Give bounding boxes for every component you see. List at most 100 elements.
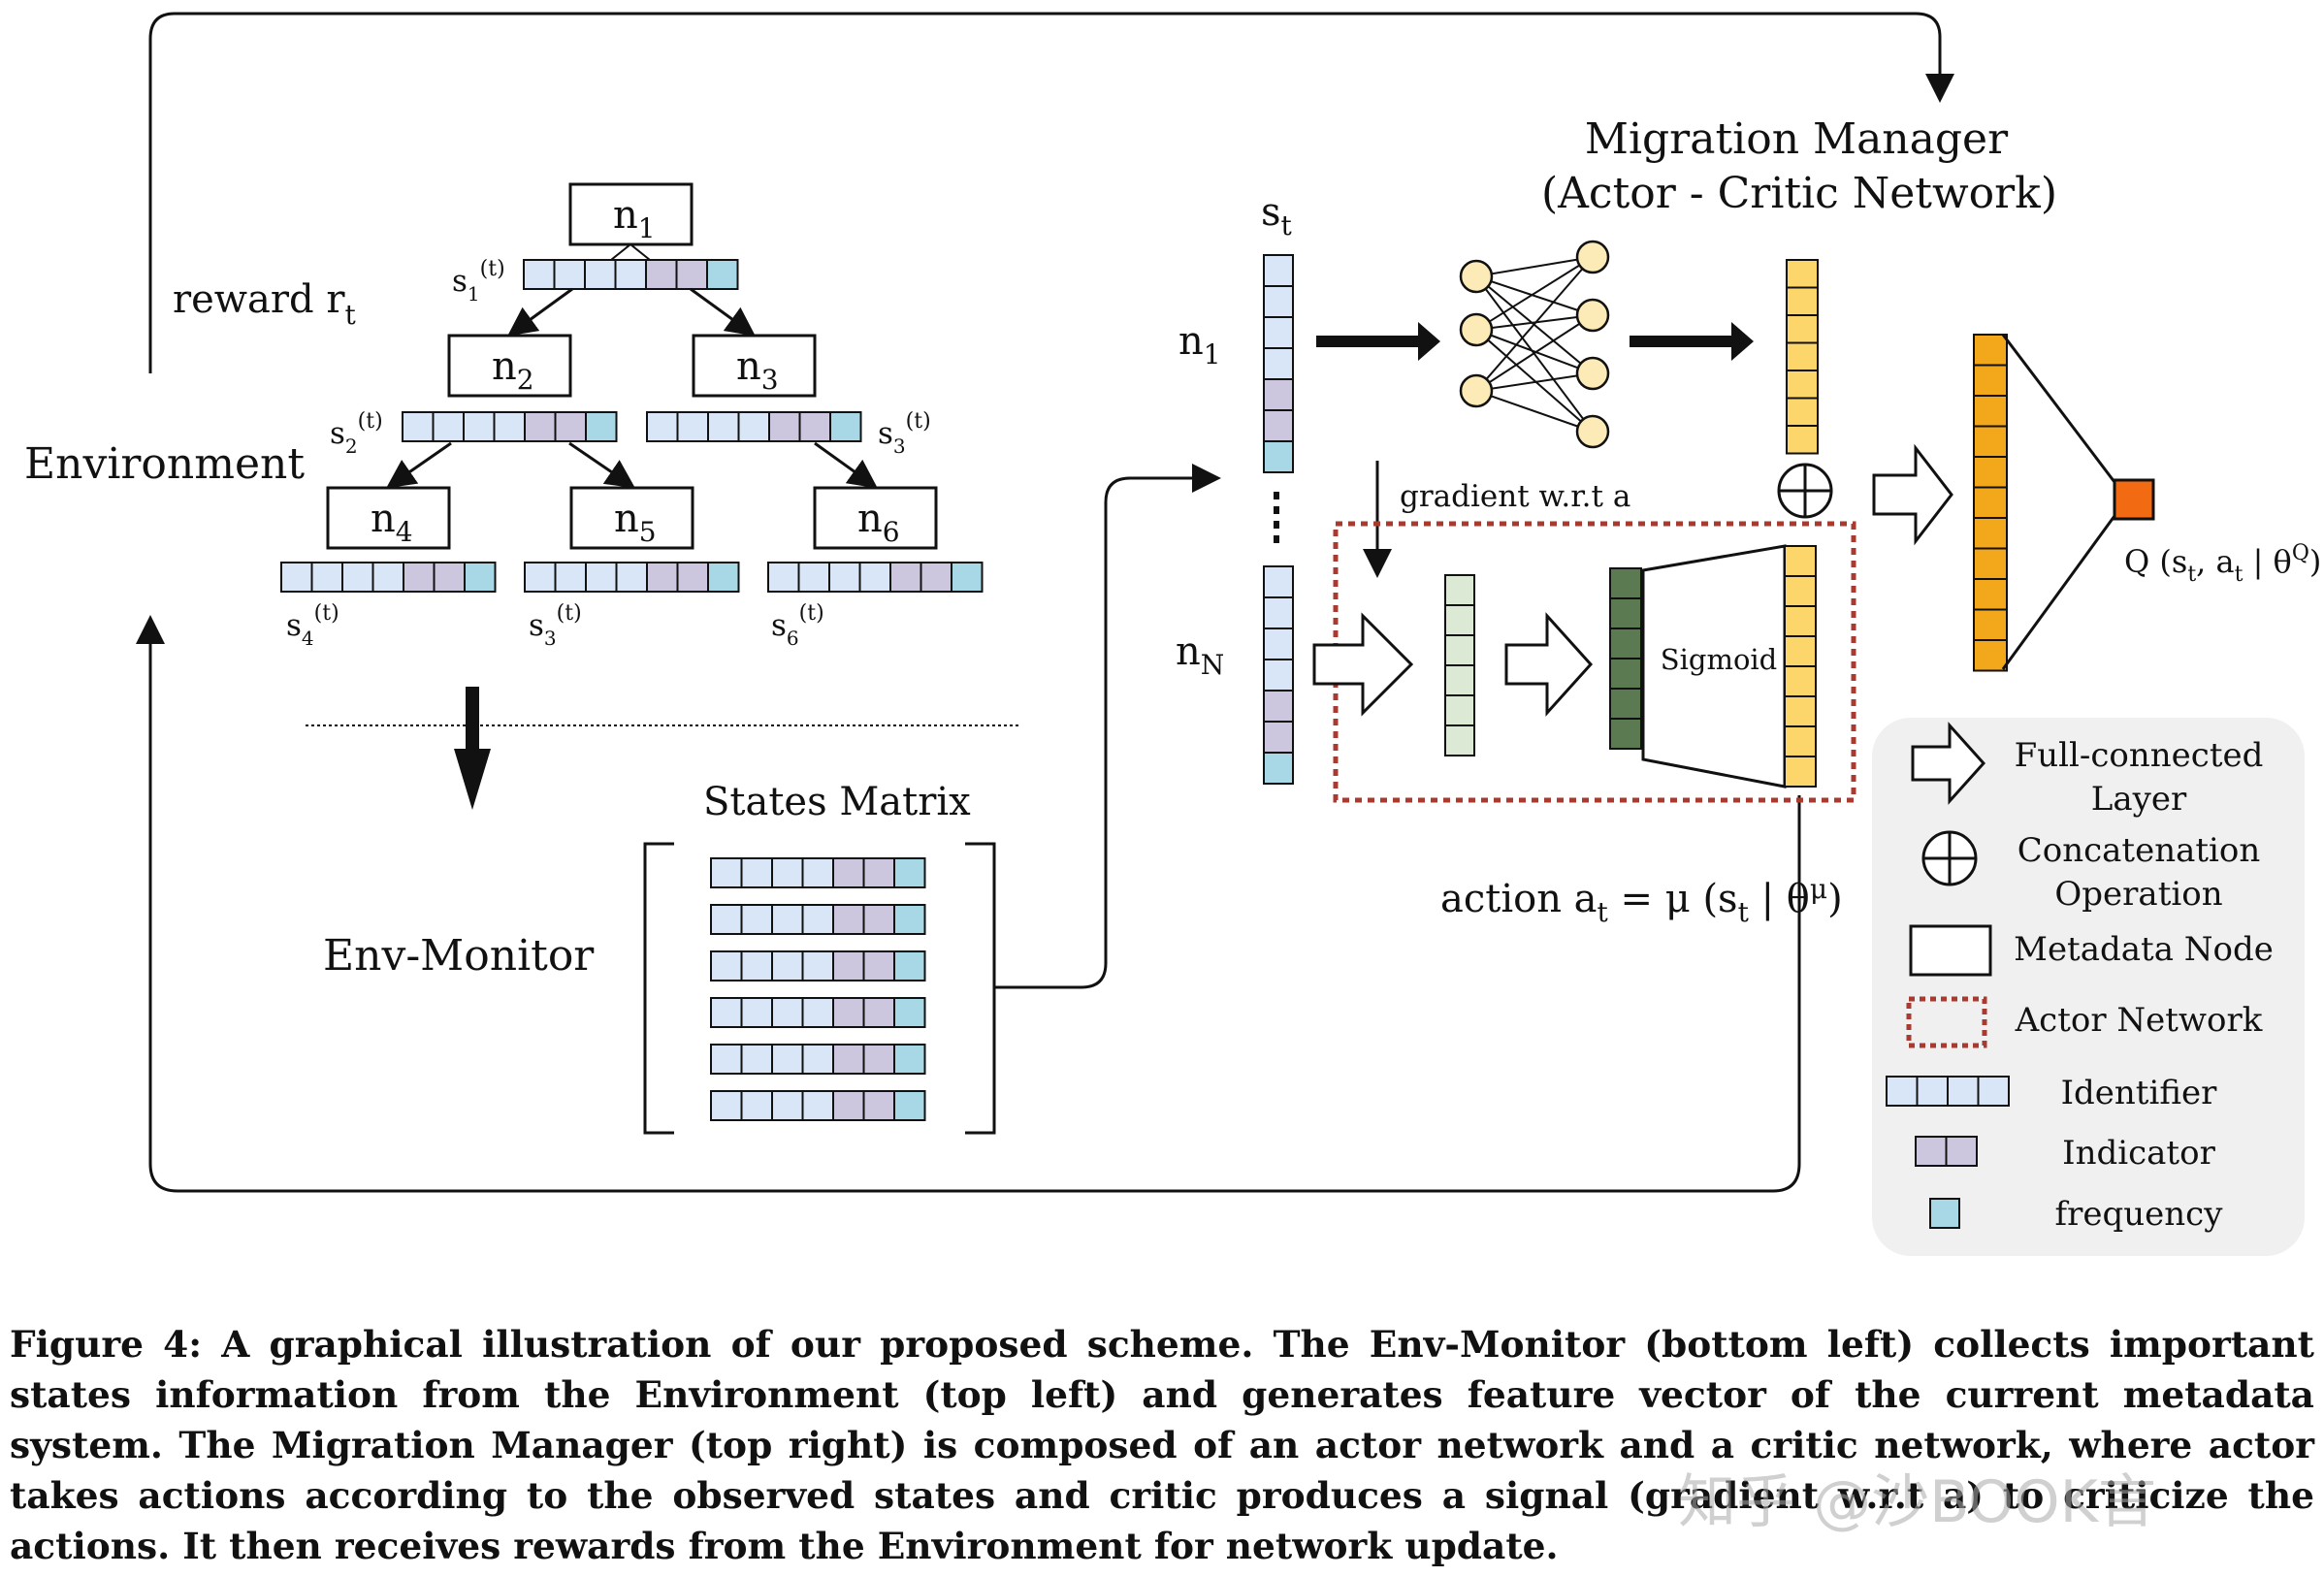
critic-neural-network <box>1459 240 1610 449</box>
matrix-row-2-cell <box>832 904 865 935</box>
legend-concat-line2: Operation <box>2054 875 2222 914</box>
input-vector-n1-cell <box>1263 409 1294 442</box>
matrix-row-2-cell <box>740 904 773 935</box>
state-bar-3-cell <box>737 411 770 442</box>
actor-output-vector <box>1784 545 1817 788</box>
fan-bottom-line <box>2001 515 2116 670</box>
state-bar-4-cell <box>280 562 313 593</box>
matrix-row-6-cell <box>801 1090 834 1121</box>
q-formula: Q (st, at | θQ) <box>2124 541 2321 587</box>
svg-text:s6(t): s6(t) <box>771 601 824 650</box>
input-vector-nN-cell <box>1263 752 1294 785</box>
matrix-row-3-cell <box>710 950 743 982</box>
matrix-row-4-cell <box>832 997 865 1028</box>
legend-fc-line2: Layer <box>2091 780 2187 819</box>
matrix-row-4-cell <box>740 997 773 1028</box>
input-vector-nN-cell <box>1263 721 1294 754</box>
matrix-row-3-cell <box>771 950 804 982</box>
matrix-row-3-cell <box>862 950 895 982</box>
actor-action-cell <box>1609 658 1642 690</box>
nn-connection <box>1475 314 1594 392</box>
nn-neuron <box>1459 312 1494 347</box>
nn-connection <box>1475 256 1594 331</box>
actor-output-cell <box>1784 635 1817 667</box>
matrix-row-5-cell <box>740 1044 773 1075</box>
input-ellipsis <box>1274 492 1279 543</box>
state-bar-2-cell <box>554 411 587 442</box>
nn-connection <box>1475 372 1594 392</box>
state-bar-4-cell <box>433 562 466 593</box>
actor-fc-arrow-1 <box>1312 612 1414 717</box>
state-bar-1-cell <box>706 259 739 290</box>
matrix-row-6-cell <box>893 1090 926 1121</box>
tree-node-n3: n3 <box>692 334 817 398</box>
concat-icon <box>1777 463 1833 519</box>
state-bar-5-cell <box>676 562 709 593</box>
matrix-row-3-cell <box>893 950 926 982</box>
critic-output-cell <box>1786 259 1819 289</box>
env-monitor-label: Env-Monitor <box>323 931 595 981</box>
legend-identifier <box>1886 1076 1919 1107</box>
critic-final-vector <box>1973 334 2008 672</box>
state-bar-4-cell <box>464 562 497 593</box>
actor-output-cell <box>1784 756 1817 788</box>
matrix-row-6-cell <box>710 1090 743 1121</box>
svg-text:n5: n5 <box>614 497 657 548</box>
state-bar-1-cell <box>645 259 678 290</box>
legend-actor-icon <box>1906 996 1987 1048</box>
critic-final-cell <box>1973 425 2008 458</box>
state-bar-3-cell <box>798 411 831 442</box>
matrix-row-4-cell <box>862 997 895 1028</box>
input-vector-nN-cell <box>1263 596 1294 629</box>
critic-final-cell <box>1973 334 2008 367</box>
actor-hidden-cell <box>1444 634 1475 666</box>
actor-action-cell <box>1609 567 1642 599</box>
bottom-loop-arrow <box>136 615 1801 1193</box>
matrix-row-1-cell <box>832 857 865 888</box>
matrix-row-5-cell <box>710 1044 743 1075</box>
monitor-down-arrow <box>454 687 491 810</box>
input-vector-n1-cell <box>1263 378 1294 411</box>
nn-connection <box>1475 256 1594 392</box>
legend-concat-line1: Concatenation <box>2017 831 2261 870</box>
state-bar-2-cell <box>402 411 435 442</box>
state-bar-5-cell <box>707 562 740 593</box>
state-bar-6-cell <box>828 562 861 593</box>
state-bar-5-cell <box>554 562 587 593</box>
actor-action-cell <box>1609 597 1642 629</box>
reward-label: reward rt <box>173 277 356 331</box>
actor-output-cell <box>1784 665 1817 697</box>
legend-frequency-icon <box>1929 1198 1960 1229</box>
state-bar-2-cell <box>524 411 557 442</box>
actor-hidden-cell <box>1444 664 1475 696</box>
nn-neuron <box>1575 240 1610 274</box>
svg-text:n6: n6 <box>857 497 900 548</box>
svg-text:n3: n3 <box>736 344 779 396</box>
state-bar-6-cell <box>951 562 984 593</box>
svg-text:s3(t): s3(t) <box>878 409 931 458</box>
state-bar-1-cell <box>675 259 708 290</box>
arrow-critic-to-output <box>1630 322 1754 361</box>
diagram-canvas: Environment reward rt n1 n2 n3 n4 n5 n6 … <box>24 12 2321 1256</box>
state-bar-2-cell <box>463 411 496 442</box>
actor-hidden-cell <box>1444 694 1475 726</box>
sigmoid-label: Sigmoid <box>1661 643 1778 676</box>
nn-connection <box>1475 390 1594 433</box>
input-vector-n1-cell <box>1263 254 1294 287</box>
state-bar-6-cell <box>767 562 800 593</box>
matrix-row-6-cell <box>771 1090 804 1121</box>
matrix-row-1-cell <box>771 857 804 888</box>
nn-connection <box>1475 329 1594 374</box>
environment-label: Environment <box>24 439 305 489</box>
nn-neuron <box>1575 356 1610 391</box>
arrow-input-to-critic <box>1316 322 1440 361</box>
nn-connection <box>1475 329 1594 433</box>
edge-n1-n2 <box>507 287 573 337</box>
matrix-row-1-cell <box>740 857 773 888</box>
edge-n2-n5 <box>568 441 635 489</box>
state-bar-4-cell <box>310 562 343 593</box>
critic-final-cell <box>1973 486 2008 519</box>
figure-caption: Figure 4: A graphical illustration of ou… <box>10 1323 2314 1567</box>
critic-final-cell <box>1973 395 2008 428</box>
state-bar-3-cell <box>646 411 679 442</box>
